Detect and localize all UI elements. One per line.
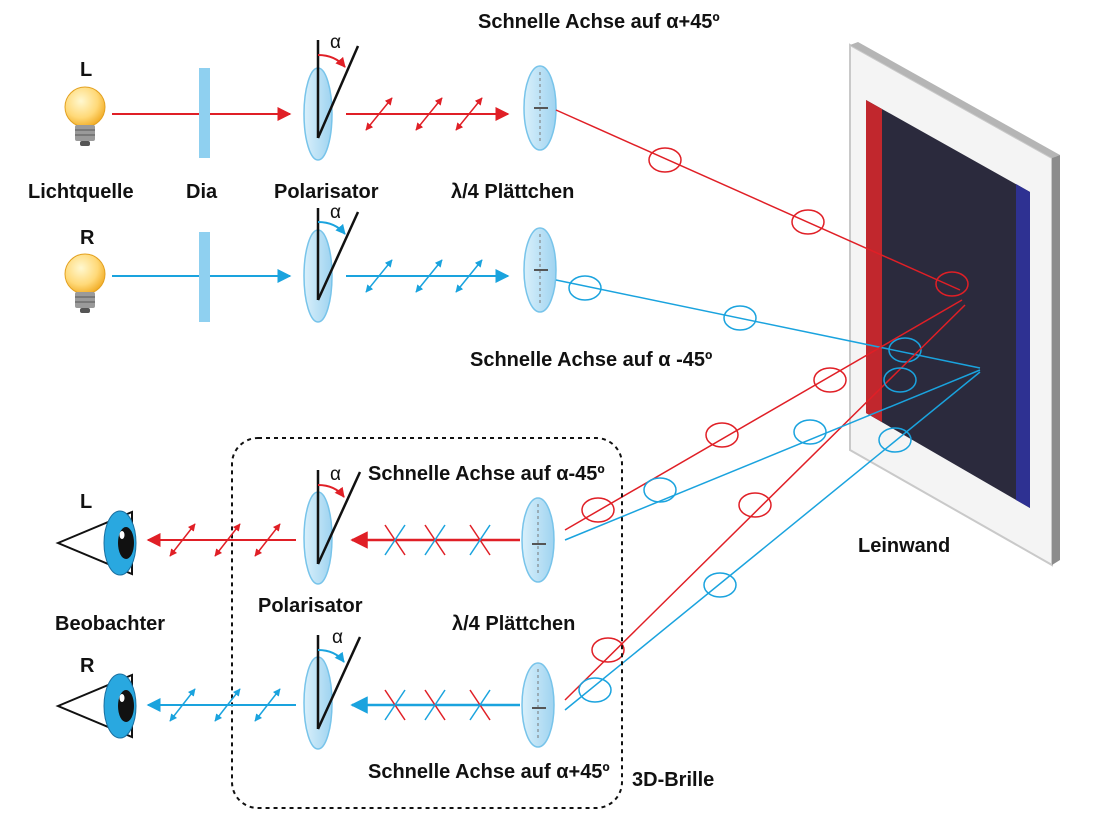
angle-arc-red: [317, 54, 346, 68]
pol-arrow: [365, 97, 393, 131]
cross-arrow: [424, 524, 446, 556]
polarizer-axis-tilted: [316, 45, 360, 139]
circular-pol-blue: [723, 305, 757, 331]
circular-pol-blue: [568, 275, 602, 301]
reflected-beams: [564, 299, 981, 711]
eye-icon: [55, 510, 137, 576]
label-plaettchen-bottom: λ/4 Plättchen: [452, 613, 575, 635]
polarizer-axis-tilted: [316, 211, 360, 301]
circular-pol-red: [813, 367, 847, 393]
cross-arrow: [469, 524, 491, 556]
slide-dia-top: [199, 68, 210, 158]
circular-pol-red: [705, 422, 739, 448]
circular-pol-blue: [793, 419, 827, 445]
label-plaettchen-top: λ/4 Plättchen: [451, 181, 574, 203]
label-fast-axis-glasses-R: Schnelle Achse auf α+45º: [368, 761, 610, 783]
circular-pol-red: [935, 271, 969, 297]
slide-dia-bottom: [199, 232, 210, 322]
label-polarisator-top: Polarisator: [274, 181, 379, 203]
cross-arrow: [384, 689, 406, 721]
quarter-wave-plate-glasses-L: [521, 497, 555, 583]
pol-arrow: [214, 523, 241, 557]
glasses-right: α: [146, 627, 555, 750]
lightbulb-icon: [64, 253, 106, 313]
glasses-left: α: [146, 464, 555, 585]
label-beobachter: Beobachter: [55, 613, 165, 635]
lightbulb-icon: [64, 86, 106, 146]
pol-arrow: [214, 688, 241, 722]
quarter-wave-plate-top-blue: [523, 227, 557, 313]
pol-arrow: [455, 97, 483, 131]
eye-icon: [55, 673, 137, 739]
polarizer-axis-tilted: [316, 636, 362, 730]
label-L-eye: L: [80, 491, 92, 513]
screen-blue-strip: [1016, 184, 1030, 508]
glasses-box: [231, 437, 623, 809]
pol-arrow: [415, 97, 443, 131]
label-fast-axis-top: Schnelle Achse auf α+45º: [478, 11, 720, 33]
angle-arc-blue: [317, 649, 345, 663]
label-fast-axis-mid: Schnelle Achse auf α -45º: [470, 349, 712, 371]
circular-pol-red: [581, 497, 615, 523]
screen-image: [866, 100, 1030, 508]
blue-reflect-to-L: [564, 369, 981, 541]
label-L-source: L: [80, 59, 92, 81]
pol-arrow: [254, 523, 281, 557]
cross-arrow: [384, 524, 406, 556]
projector-left: L α: [64, 32, 969, 297]
alpha-glasses-L: α: [330, 464, 341, 485]
circular-pol-blue: [643, 477, 677, 503]
blue-beam-to-screen: [555, 279, 981, 369]
pol-arrow: [169, 688, 196, 722]
screen-frame-top-edge: [850, 42, 1060, 158]
cross-arrow: [469, 689, 491, 721]
screen-frame-side-edge: [1052, 155, 1060, 565]
alpha-top-2: α: [330, 202, 341, 223]
circular-pol-red: [648, 147, 682, 173]
pol-arrow: [455, 259, 483, 293]
label-R-eye: R: [80, 655, 95, 677]
circular-pol-blue: [703, 572, 737, 598]
red-beam-to-screen: [555, 109, 961, 291]
quarter-wave-plate-glasses-R: [521, 662, 555, 748]
circular-pol-blue: [578, 677, 612, 703]
circular-pol-blue: [888, 337, 922, 363]
label-polarisator-bottom: Polarisator: [258, 595, 363, 617]
label-fast-axis-glasses-L: Schnelle Achse auf α-45º: [368, 463, 605, 485]
pol-arrow: [254, 688, 281, 722]
circular-pol-red: [591, 637, 625, 663]
angle-arc-red: [317, 484, 345, 498]
red-reflect-to-L: [564, 299, 963, 531]
pol-arrow: [169, 523, 196, 557]
label-3d-brille: 3D-Brille: [632, 769, 714, 791]
circular-pol-red: [791, 209, 825, 235]
quarter-wave-plate-top: [523, 65, 557, 151]
polarizer-axis-tilted: [316, 471, 362, 565]
pol-arrow: [365, 259, 393, 293]
alpha-top-1: α: [330, 32, 341, 53]
screen-leinwand: [849, 42, 1060, 567]
pol-arrow: [415, 259, 443, 293]
blue-reflect-to-R: [564, 371, 981, 711]
circular-pol-blue: [878, 427, 912, 453]
projector-right: R α: [64, 202, 981, 369]
label-lichtquelle: Lichtquelle: [28, 181, 134, 203]
red-reflect-to-R: [564, 304, 966, 701]
label-dia: Dia: [186, 181, 218, 203]
screen-red-strip: [866, 100, 882, 422]
angle-arc-blue: [317, 221, 346, 235]
alpha-glasses-R: α: [332, 627, 343, 648]
label-leinwand: Leinwand: [858, 535, 950, 557]
cross-arrow: [424, 689, 446, 721]
circular-pol-red: [738, 492, 772, 518]
circular-pol-blue: [883, 367, 917, 393]
label-R-source: R: [80, 227, 95, 249]
